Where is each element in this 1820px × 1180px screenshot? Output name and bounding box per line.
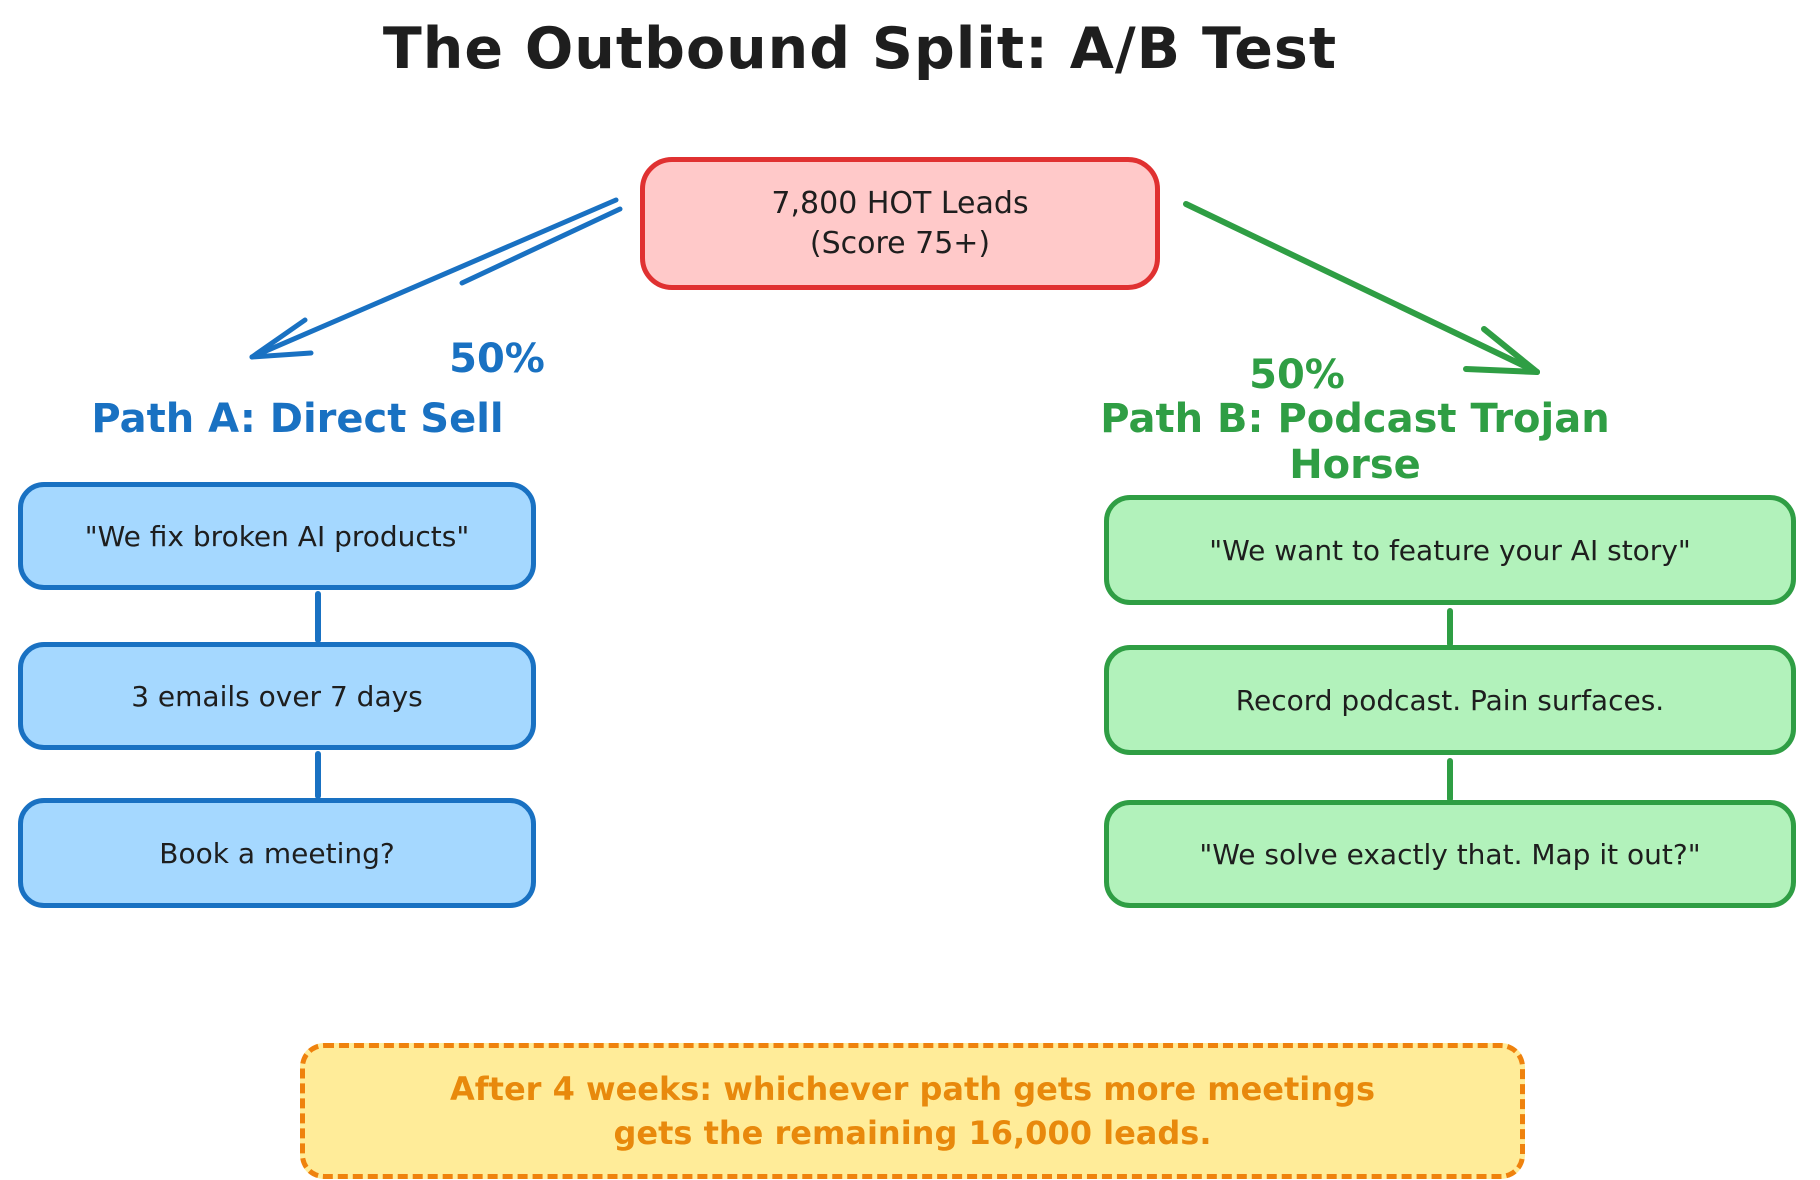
path-b-step-3-label: "We solve exactly that. Map it out?" xyxy=(1199,837,1701,871)
path-a-step-3: Book a meeting? xyxy=(18,798,536,908)
path-b-step-2: Record podcast. Pain surfaces. xyxy=(1104,645,1796,755)
source-leads-node: 7,800 HOT Leads (Score 75+) xyxy=(640,157,1160,290)
path-b-step-1: "We want to feature your AI story" xyxy=(1104,495,1796,605)
path-b-heading: Path B: Podcast Trojan Horse xyxy=(1100,396,1610,488)
path-b-split-percent: 50% xyxy=(1249,352,1345,398)
path-a-heading: Path A: Direct Sell xyxy=(91,396,504,442)
path-a-step-1-label: "We fix broken AI products" xyxy=(84,519,470,553)
path-b-step-3: "We solve exactly that. Map it out?" xyxy=(1104,800,1796,908)
diagram-title: The Outbound Split: A/B Test xyxy=(382,16,1338,82)
outcome-note: After 4 weeks: whichever path gets more … xyxy=(300,1043,1525,1179)
outcome-note-line2: gets the remaining 16,000 leads. xyxy=(613,1114,1212,1152)
path-a-step-1: "We fix broken AI products" xyxy=(18,482,536,590)
path-a-arrow-icon xyxy=(249,197,623,360)
path-a-step-2-label: 3 emails over 7 days xyxy=(131,679,423,713)
path-b-step-2-label: Record podcast. Pain surfaces. xyxy=(1235,683,1665,717)
outcome-note-line1: After 4 weeks: whichever path gets more … xyxy=(449,1069,1375,1108)
path-a-split-percent: 50% xyxy=(449,336,545,382)
path-b-step-1-label: "We want to feature your AI story" xyxy=(1209,533,1691,567)
source-leads-line2: (Score 75+) xyxy=(809,225,991,261)
path-b-arrow-icon xyxy=(1183,201,1540,375)
source-leads-line1: 7,800 HOT Leads xyxy=(771,185,1029,221)
path-a-step-3-label: Book a meeting? xyxy=(159,836,395,870)
path-a-step-2: 3 emails over 7 days xyxy=(18,642,536,750)
